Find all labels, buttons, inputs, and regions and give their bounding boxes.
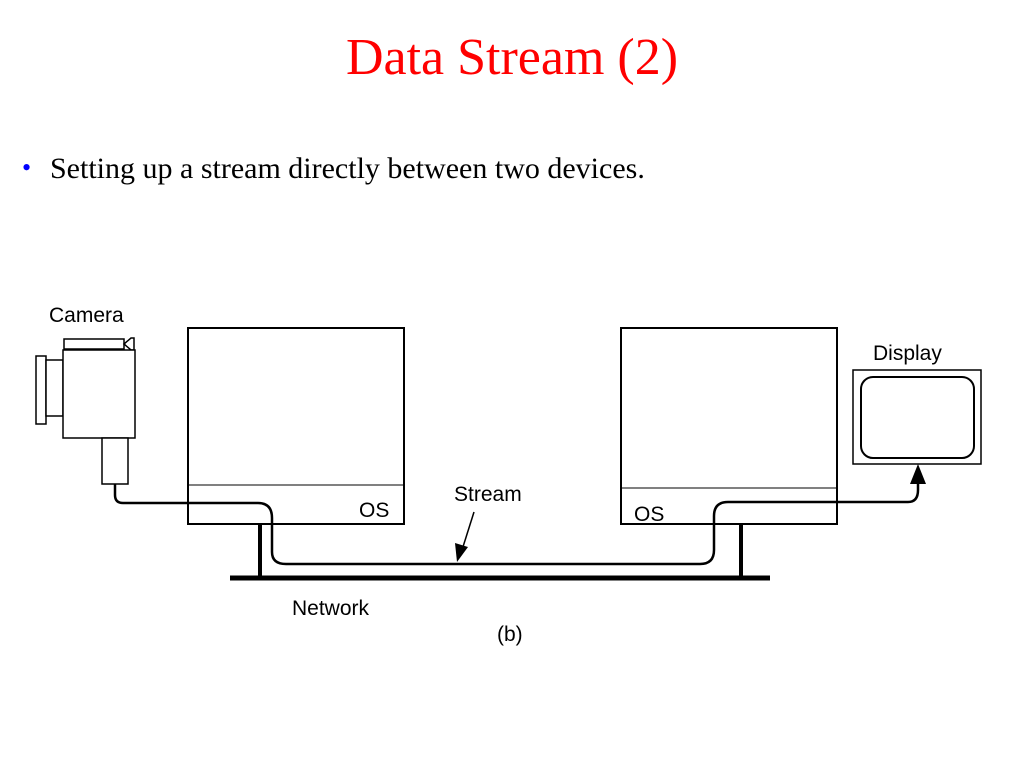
stream-path bbox=[113, 480, 920, 566]
stream-label: Stream bbox=[454, 483, 522, 506]
figure-caption: (b) bbox=[497, 623, 523, 646]
display-icon bbox=[852, 369, 982, 465]
left-host-box bbox=[187, 327, 405, 525]
network-label: Network bbox=[292, 597, 370, 620]
stream-arrowhead-icon bbox=[910, 464, 926, 484]
stream-pointer-arrow-icon bbox=[455, 511, 475, 562]
bullet-dot: • bbox=[22, 153, 32, 182]
os-label-left: OS bbox=[359, 499, 389, 522]
right-host-box bbox=[620, 327, 838, 525]
bullet-text: Setting up a stream directly between two… bbox=[50, 152, 645, 185]
slide-title: Data Stream (2) bbox=[345, 29, 679, 86]
bullet-item: • Setting up a stream directly between tw… bbox=[22, 154, 645, 184]
os-label-right: OS bbox=[634, 503, 664, 526]
camera-icon bbox=[35, 337, 136, 485]
camera-label: Camera bbox=[49, 304, 124, 327]
display-label: Display bbox=[873, 342, 942, 365]
network-bus bbox=[230, 524, 770, 581]
